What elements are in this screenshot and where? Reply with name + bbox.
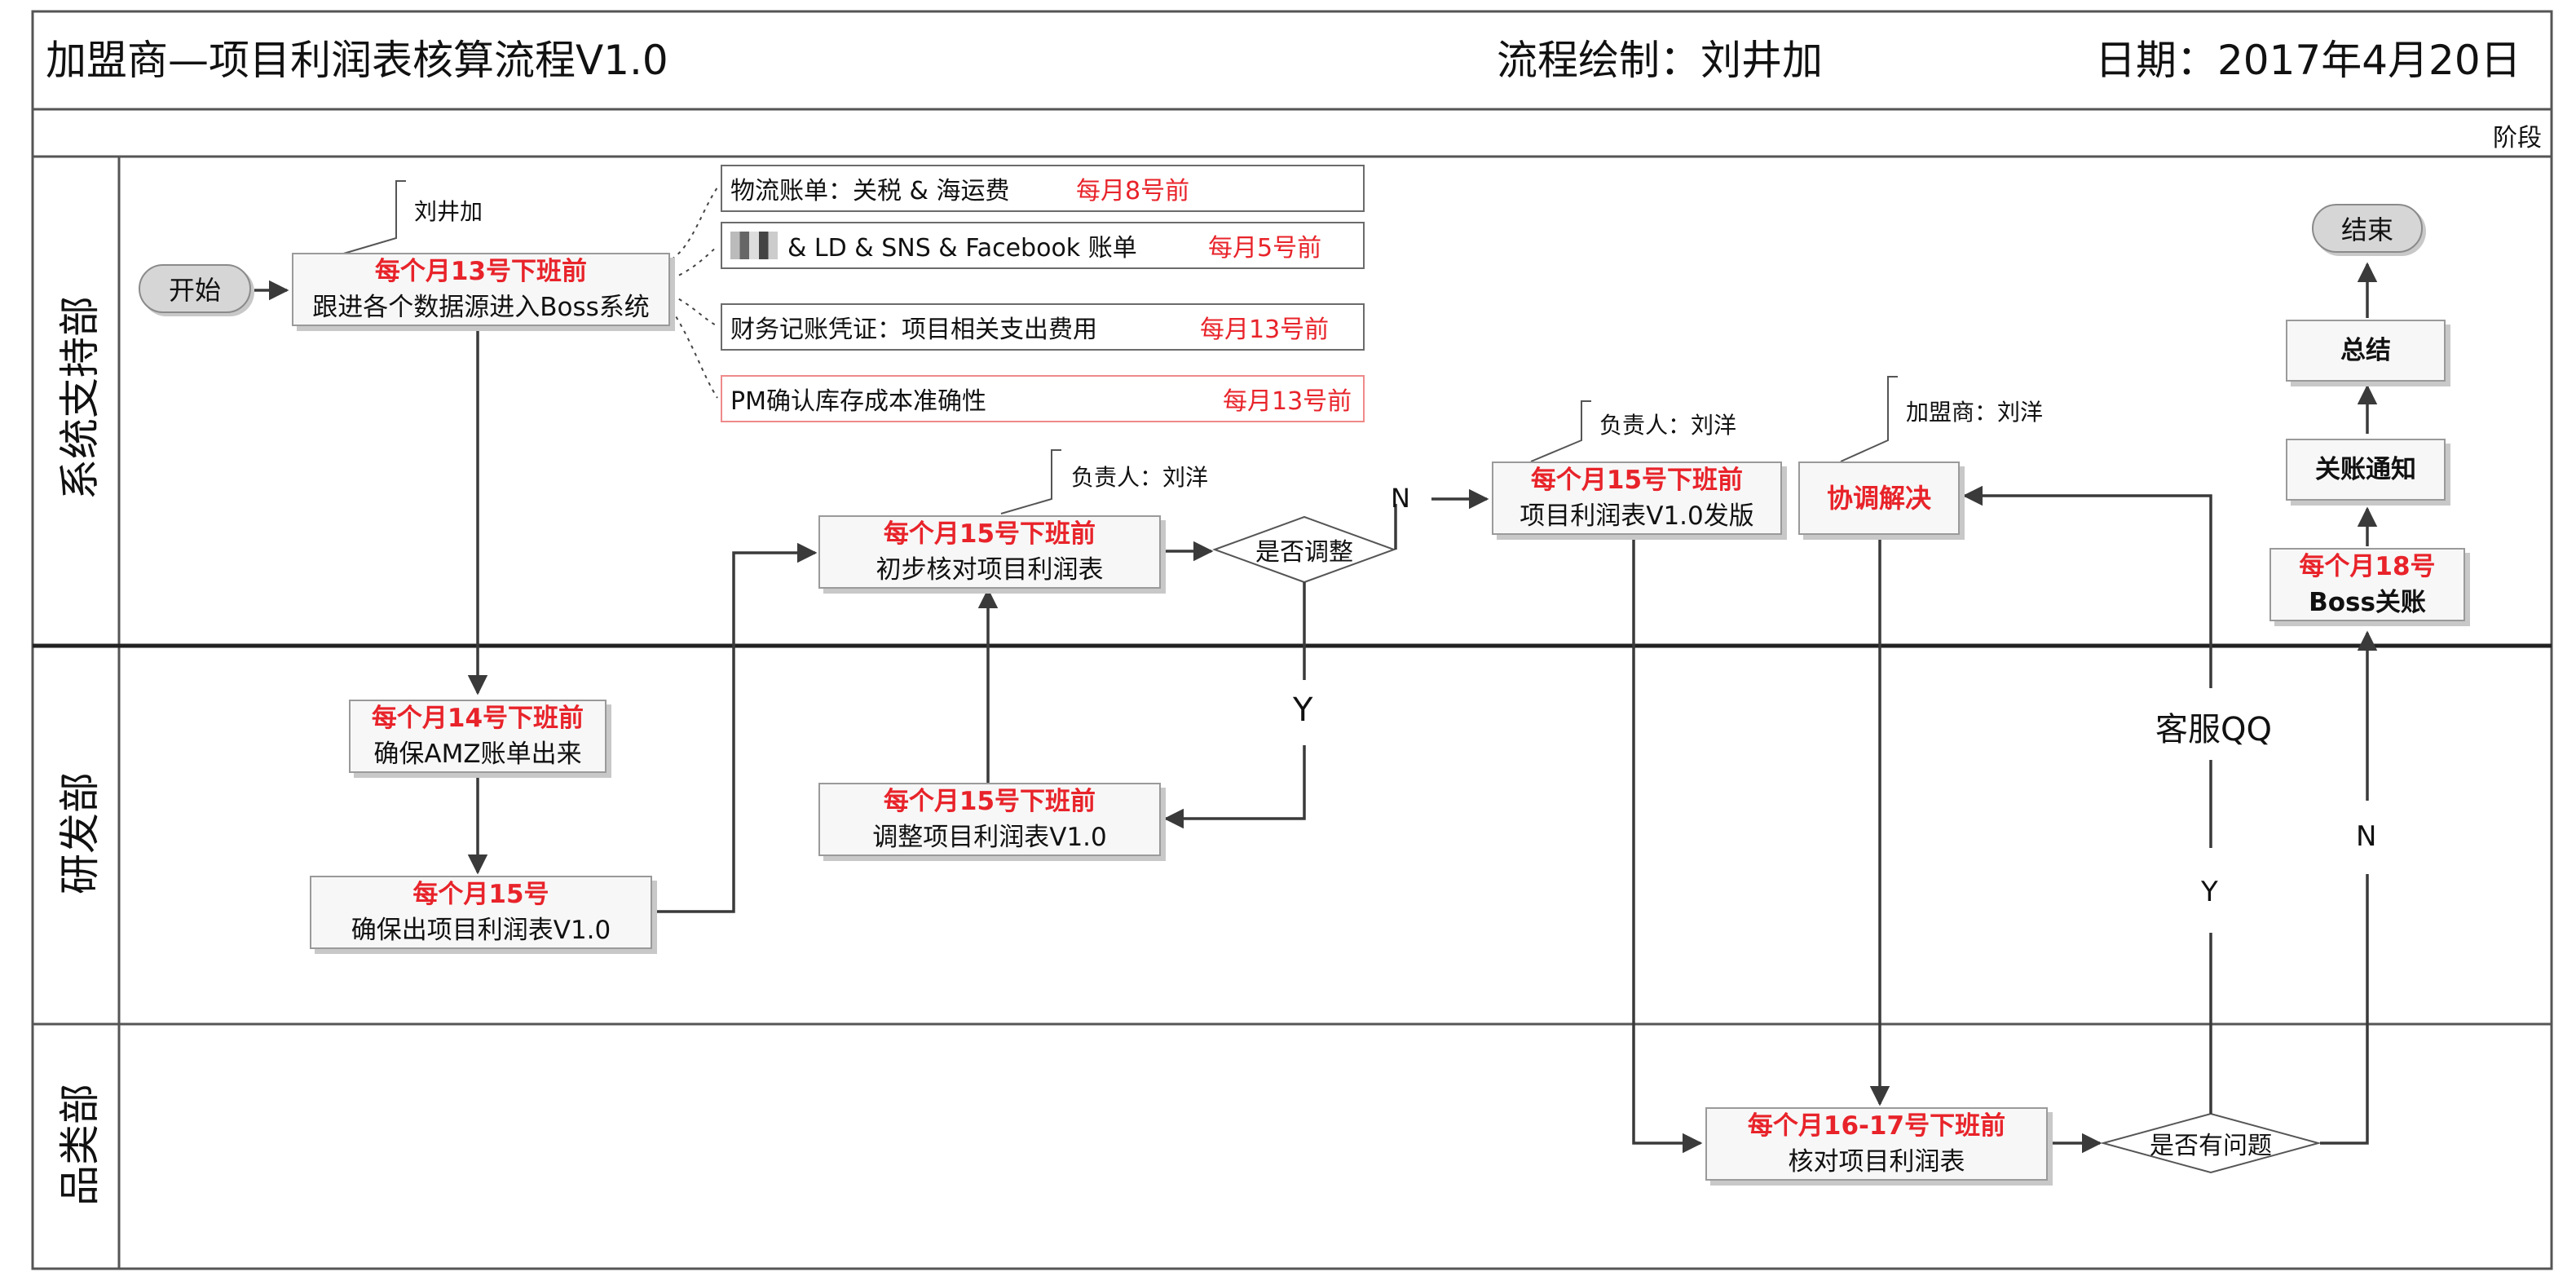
box-deadline: 每个月13号下班前 [374, 257, 588, 286]
process-box-boss-close: 每个月18号 Boss关账 [2269, 548, 2465, 621]
box-task: 初步核对项目利润表 [876, 555, 1104, 585]
data-source-text: & LD & SNS & Facebook 账单 [787, 234, 1137, 263]
box-deadline: 每个月16-17号下班前 [1747, 1111, 2006, 1141]
edge-label-no-problem: N [2356, 820, 2377, 853]
outer-frame [31, 10, 2553, 1270]
data-source-deadline: 每月13号前 [1223, 387, 1352, 416]
box-task: 确保出项目利润表V1.0 [351, 916, 611, 945]
edge-label-customer-qq: 客服QQ [2155, 711, 2272, 748]
data-source-inventory: PM确认库存成本准确性 每月13号前 [721, 375, 1365, 422]
dotted-link-3 [671, 294, 718, 327]
lane-label-rd: 研发部 [56, 772, 104, 894]
box-task: 项目利润表V1.0发版 [1520, 501, 1754, 531]
start-terminal: 开始 [139, 264, 251, 313]
decision-adjust-label: 是否调整 [1255, 538, 1353, 567]
box-task: 总结 [2340, 336, 2391, 365]
process-box-initial-check: 每个月15号下班前 初步核对项目利润表 [818, 515, 1161, 589]
process-box-final-check: 每个月16-17号下班前 核对项目利润表 [1705, 1107, 2048, 1181]
box-deadline: 每个月15号下班前 [883, 787, 1096, 816]
owner-bracket-2 [1000, 449, 1061, 514]
redacted-logo-icon [730, 232, 778, 259]
owner-note-1: 刘井加 [414, 198, 483, 225]
box-deadline: 每个月15号下班前 [883, 519, 1096, 549]
process-box-coordinate: 协调解决 [1798, 461, 1960, 535]
edge-label-no-adjust: N [1391, 483, 1410, 514]
edge-b6-to-b8 [1632, 535, 1703, 1154]
drawn-by: 流程绘制：刘井加 [1497, 37, 1823, 84]
data-source-text: PM确认库存成本准确性 [730, 387, 986, 416]
box-task: Boss关账 [2309, 588, 2426, 617]
owner-note-2: 负责人：刘洋 [1071, 464, 1209, 491]
box-task: 关账通知 [2315, 455, 2416, 484]
data-source-deadline: 每月8号前 [1076, 177, 1190, 205]
edge-d2-n-up-1 [2320, 874, 2369, 1145]
box-deadline: 每个月18号 [2299, 552, 2436, 581]
edge-d2-y-to-b7 [1962, 485, 2212, 688]
data-source-ads-bill: & LD & SNS & Facebook 账单 每月5号前 [721, 222, 1365, 269]
decision-problem-shape [2100, 1112, 2322, 1174]
box-task: 协调解决 [1826, 483, 1931, 514]
owner-bracket-3 [1530, 400, 1591, 462]
box-deadline: 每个月15号 [412, 880, 549, 909]
dotted-link-2 [671, 245, 718, 280]
box-task: 调整项目利润表V1.0 [872, 823, 1107, 852]
phase-label: 阶段 [2493, 124, 2542, 152]
data-source-deadline: 每月5号前 [1208, 234, 1322, 263]
box-task: 确保AMZ账单出来 [373, 740, 582, 769]
lane-label-system-support: 系统支持部 [56, 296, 104, 500]
data-source-text: 物流账单：关税 & 海运费 [730, 177, 1010, 205]
process-box-profit-v1: 每个月15号 确保出项目利润表V1.0 [310, 876, 652, 949]
edge-label-yes-problem: Y [2201, 876, 2218, 908]
end-terminal: 结束 [2312, 204, 2423, 253]
process-box-release: 每个月15号下班前 项目利润表V1.0发版 [1492, 461, 1782, 535]
box-task: 跟进各个数据源进入Boss系统 [312, 293, 650, 322]
dotted-link-4 [671, 309, 718, 399]
process-box-amz-bill: 每个月14号下班前 确保AMZ账单出来 [349, 700, 607, 773]
end-label: 结束 [2340, 214, 2393, 245]
box-deadline: 每个月15号下班前 [1530, 466, 1744, 495]
decision-problem-label: 是否有问题 [2150, 1132, 2272, 1160]
data-source-deadline: 每月13号前 [1200, 316, 1330, 344]
date-label: 日期：2017年4月20日 [2095, 37, 2521, 84]
owner-bracket-1 [340, 180, 406, 255]
data-source-text: 财务记账凭证：项目相关支出费用 [730, 316, 1097, 344]
process-box-data-sources: 每个月13号下班前 跟进各个数据源进入Boss系统 [292, 253, 670, 326]
process-box-summary: 总结 [2286, 320, 2446, 382]
edge-d1-y-to-b5 [1163, 745, 1306, 829]
edge-b3-to-b4 [652, 542, 818, 913]
page-title: 加盟商—项目利润表核算流程V1.0 [46, 37, 668, 84]
edge-label-yes-adjust: Y [1293, 691, 1313, 729]
data-source-accounting: 财务记账凭证：项目相关支出费用 每月13号前 [721, 303, 1365, 351]
owner-bracket-4 [1840, 376, 1898, 462]
lane-label-category: 品类部 [56, 1084, 104, 1206]
data-source-logistics: 物流账单：关税 & 海运费 每月8号前 [721, 165, 1365, 212]
owner-note-3: 负责人：刘洋 [1599, 412, 1737, 439]
process-box-close-notice: 关账通知 [2286, 439, 2446, 501]
decision-adjust-shape [1212, 515, 1396, 584]
owner-note-4: 加盟商：刘洋 [1906, 399, 2044, 426]
box-deadline: 每个月14号下班前 [371, 704, 584, 733]
start-label: 开始 [168, 275, 221, 306]
box-task: 核对项目利润表 [1788, 1147, 1965, 1177]
process-box-adjust: 每个月15号下班前 调整项目利润表V1.0 [818, 783, 1161, 856]
dotted-link-1 [671, 187, 718, 260]
